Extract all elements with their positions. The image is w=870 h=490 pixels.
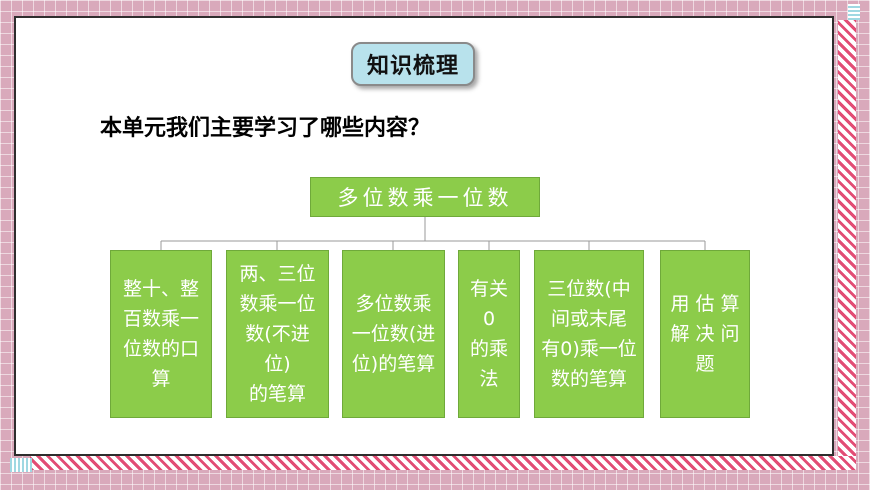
decor-stripe-right bbox=[838, 20, 856, 460]
child-node-2: 两、三位 数乘一位 数(不进位) 的笔算 bbox=[226, 250, 329, 418]
child-node-4: 有关0 的乘 法 bbox=[458, 250, 520, 418]
child-node-5: 三位数(中 间或末尾 有0)乘一位 数的笔算 bbox=[534, 250, 644, 418]
child-node-6: 用 估 算 解 决 问 题 bbox=[660, 250, 750, 418]
child-node-1: 整十、整 百数乘一 位数的口 算 bbox=[110, 250, 212, 418]
root-node: 多位数乘一位数 bbox=[310, 177, 540, 217]
section-title-badge: 知识梳理 bbox=[351, 42, 475, 86]
question-text: 本单元我们主要学习了哪些内容？ bbox=[100, 115, 431, 141]
decor-corner-bottom-left bbox=[10, 458, 32, 472]
child-node-3: 多位数乘 一位数(进 位)的笔算 bbox=[342, 250, 445, 418]
decor-corner-top-right bbox=[848, 4, 860, 20]
decor-stripe-bottom bbox=[30, 456, 856, 470]
